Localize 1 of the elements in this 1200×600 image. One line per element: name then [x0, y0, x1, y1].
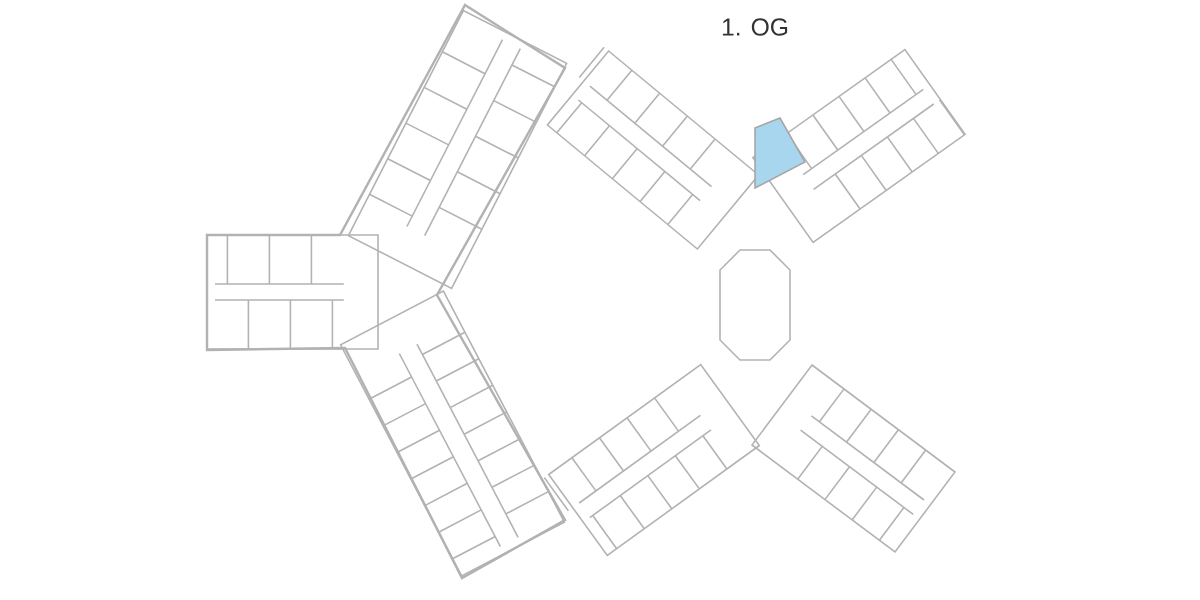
floor-label: 1. OG — [722, 18, 788, 36]
